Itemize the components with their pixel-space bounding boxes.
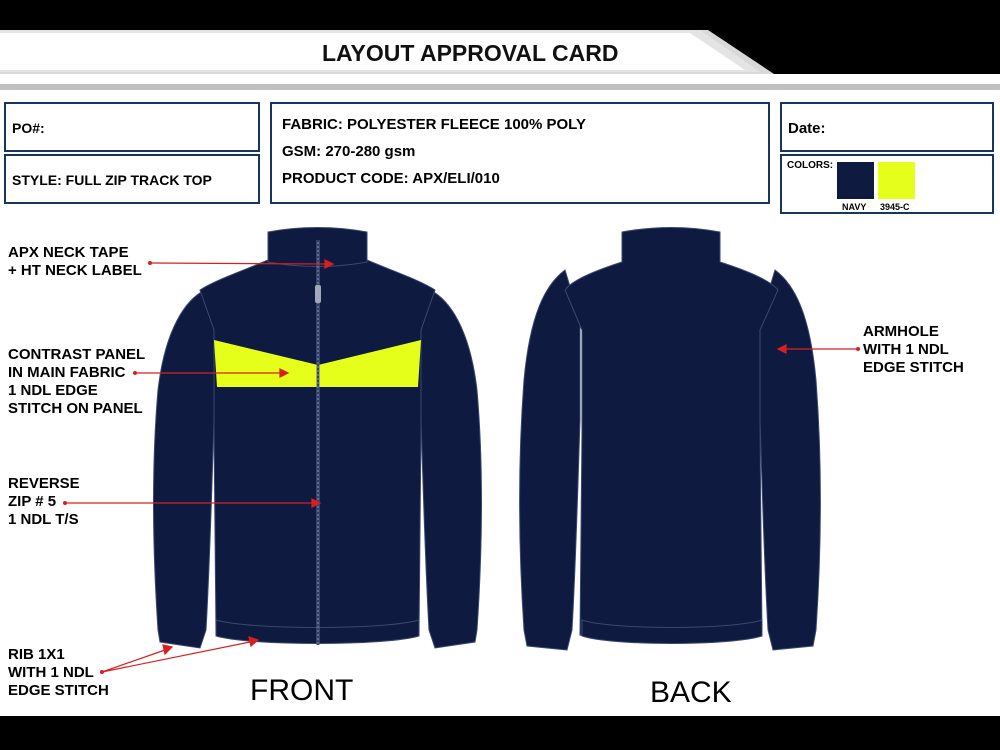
back-label: BACK <box>650 676 732 709</box>
header-band <box>0 0 1000 90</box>
gsm-label: GSM: 270-280 gsm <box>282 143 416 160</box>
front-label: FRONT <box>250 674 354 707</box>
product-code-label: PRODUCT CODE: APX/ELI/010 <box>282 170 500 187</box>
po-box: PO#: <box>4 102 260 152</box>
swatch-accent <box>878 162 915 199</box>
colors-label: COLORS: <box>787 160 834 171</box>
fabric-box: FABRIC: POLYESTER FLEECE 100% POLY GSM: … <box>270 102 770 204</box>
footer-band <box>0 716 1000 750</box>
callout-panel: CONTRAST PANEL IN MAIN FABRIC 1 NDL EDGE… <box>8 346 146 417</box>
page-title: LAYOUT APPROVAL CARD <box>322 40 619 66</box>
fabric-label: FABRIC: POLYESTER FLEECE 100% POLY <box>282 116 586 133</box>
colors-box: COLORS: NAVY 3945-C <box>780 154 994 214</box>
callout-rib: RIB 1X1 WITH 1 NDL EDGE STITCH <box>8 646 109 699</box>
contrast-panel <box>214 340 421 387</box>
swatch-navy <box>837 162 874 199</box>
style-label: STYLE: FULL ZIP TRACK TOP <box>12 172 212 188</box>
swatch-navy-name: NAVY <box>842 202 867 212</box>
callout-neck: APX NECK TAPE + HT NECK LABEL <box>8 244 142 279</box>
back-jacket <box>519 227 821 651</box>
callout-armhole: ARMHOLE WITH 1 NDL EDGE STITCH <box>863 323 964 376</box>
date-box: Date: <box>780 102 994 152</box>
callout-zip: REVERSE ZIP # 5 1 NDL T/S <box>8 475 80 528</box>
swatch-accent-name: 3945-C <box>880 202 910 212</box>
po-label: PO#: <box>12 120 45 136</box>
front-jacket <box>153 227 482 649</box>
style-box: STYLE: FULL ZIP TRACK TOP <box>4 154 260 204</box>
date-label: Date: <box>788 120 826 137</box>
